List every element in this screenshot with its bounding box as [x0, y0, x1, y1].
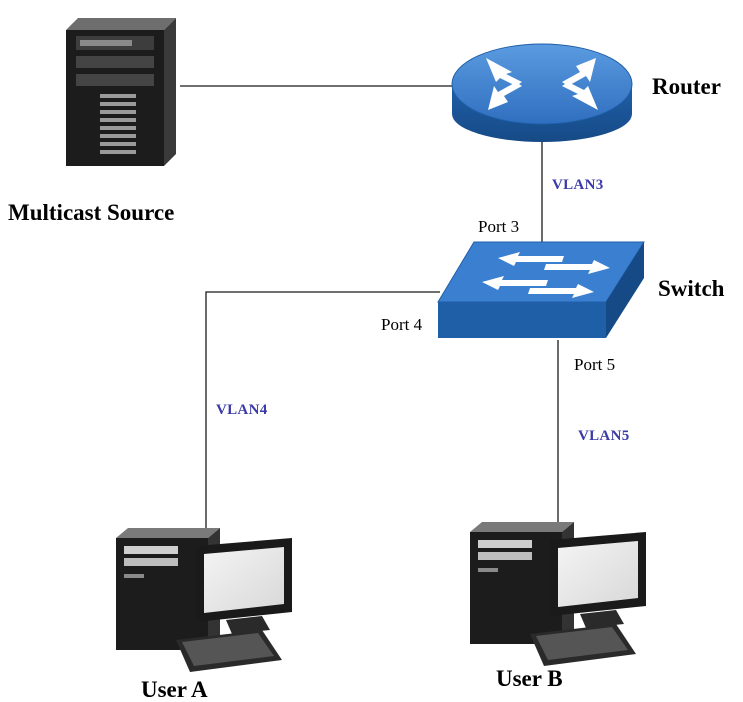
- port4-label: Port 4: [381, 315, 423, 334]
- user-b-label: User B: [496, 666, 563, 691]
- port3-label: Port 3: [478, 217, 519, 236]
- router-icon: [451, 43, 633, 142]
- multicast-source-label: Multicast Source: [8, 200, 174, 225]
- router-label: Router: [652, 74, 721, 99]
- vlan5-label: VLAN5: [578, 428, 630, 444]
- switch-label: Switch: [658, 276, 725, 301]
- user-a-computer-icon: [116, 528, 292, 672]
- port5-label: Port 5: [574, 355, 615, 374]
- multicast-source-server-icon: [66, 18, 176, 166]
- vlan3-label: VLAN3: [552, 177, 604, 193]
- user-b-computer-icon: [470, 522, 646, 666]
- switch-icon: [437, 241, 645, 338]
- vlan4-label: VLAN4: [216, 402, 268, 418]
- user-a-label: User A: [141, 677, 208, 702]
- link-switch-user-a: [205, 291, 440, 528]
